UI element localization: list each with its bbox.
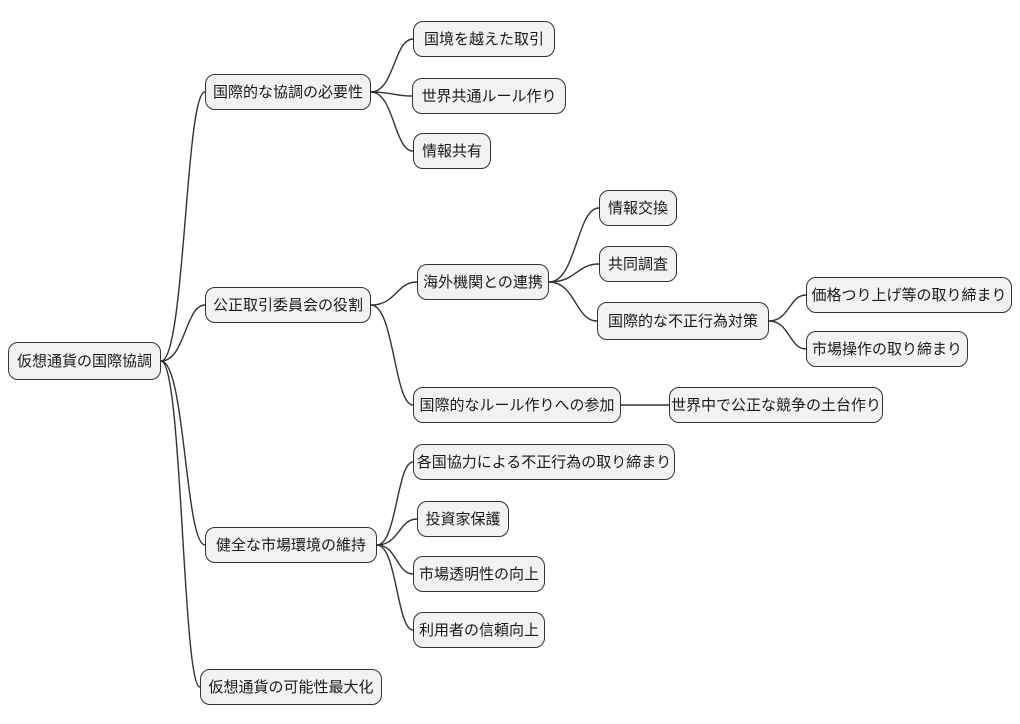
mindmap-node-intl-rulemaking-participation: 国際的なルール作りへの参加	[413, 387, 621, 423]
mindmap-edge-root-to-crypto-potential-maximization	[160, 360, 201, 688]
mindmap-edge-sound-market-environment-to-investor-protection	[376, 518, 418, 546]
mindmap-node-jftc-role: 公正取引委員会の役割	[205, 287, 371, 323]
mindmap-edge-root-to-sound-market-environment	[160, 360, 206, 546]
mindmap-node-overseas-agency-liaison: 海外機関との連携	[417, 264, 549, 300]
mindmap-node-market-manipulation-crackdown: 市場操作の取り締まり	[806, 331, 968, 367]
mindmap-node-multinational-fraud-crackdown: 各国協力による不正行為の取り締まり	[413, 444, 675, 480]
mindmap-node-investor-protection: 投資家保護	[417, 501, 509, 537]
mindmap-node-market-transparency: 市場透明性の向上	[413, 556, 545, 592]
mindmap-edge-cooperation-necessity-to-information-sharing	[370, 91, 414, 152]
mindmap-node-cooperation-necessity: 国際的な協調の必要性	[205, 74, 371, 110]
mindmap-edge-jftc-role-to-intl-rulemaking-participation	[370, 304, 414, 406]
mindmap-node-root: 仮想通貨の国際協調	[8, 342, 161, 380]
mindmap-edge-intl-fraud-countermeasures-to-market-manipulation-crackdown	[768, 320, 807, 350]
mindmap-edge-sound-market-environment-to-user-trust-improvement	[376, 544, 414, 631]
mindmap-edge-overseas-agency-liaison-to-joint-investigation	[548, 263, 600, 283]
mindmap-node-global-common-rules: 世界共通ルール作り	[412, 78, 566, 114]
mindmap-node-sound-market-environment: 健全な市場環境の維持	[205, 527, 377, 563]
mindmap-node-fair-competition-foundation: 世界中で公正な競争の土台作り	[669, 387, 883, 423]
mindmap-node-intl-fraud-countermeasures: 国際的な不正行為対策	[597, 302, 769, 340]
mindmap-node-joint-investigation: 共同調査	[599, 246, 677, 282]
mindmap-edge-overseas-agency-liaison-to-intl-fraud-countermeasures	[548, 281, 598, 322]
mindmap-edge-cooperation-necessity-to-cross-border-trading	[370, 38, 414, 93]
mindmap-edge-intl-fraud-countermeasures-to-price-gouging-crackdown	[768, 294, 807, 322]
mindmap-edge-root-to-cooperation-necessity	[160, 91, 206, 362]
mindmap-node-information-sharing: 情報共有	[413, 133, 491, 169]
mindmap-node-cross-border-trading: 国境を越えた取引	[413, 21, 555, 57]
mindmap-node-user-trust-improvement: 利用者の信頼向上	[413, 612, 545, 648]
mindmap-edge-cooperation-necessity-to-global-common-rules	[370, 91, 413, 97]
mindmap-edge-jftc-role-to-overseas-agency-liaison	[370, 281, 418, 306]
mindmap-edge-root-to-jftc-role	[160, 304, 206, 362]
mindmap-edge-sound-market-environment-to-multinational-fraud-crackdown	[376, 461, 414, 546]
mindmap-node-price-gouging-crackdown: 価格つり上げ等の取り締まり	[806, 277, 1012, 313]
mindmap-node-crypto-potential-maximization: 仮想通貨の可能性最大化	[200, 669, 382, 705]
mindmap-edge-sound-market-environment-to-market-transparency	[376, 544, 414, 575]
mindmap-edge-overseas-agency-liaison-to-information-exchange	[548, 207, 600, 283]
mindmap-node-information-exchange: 情報交換	[599, 190, 677, 226]
